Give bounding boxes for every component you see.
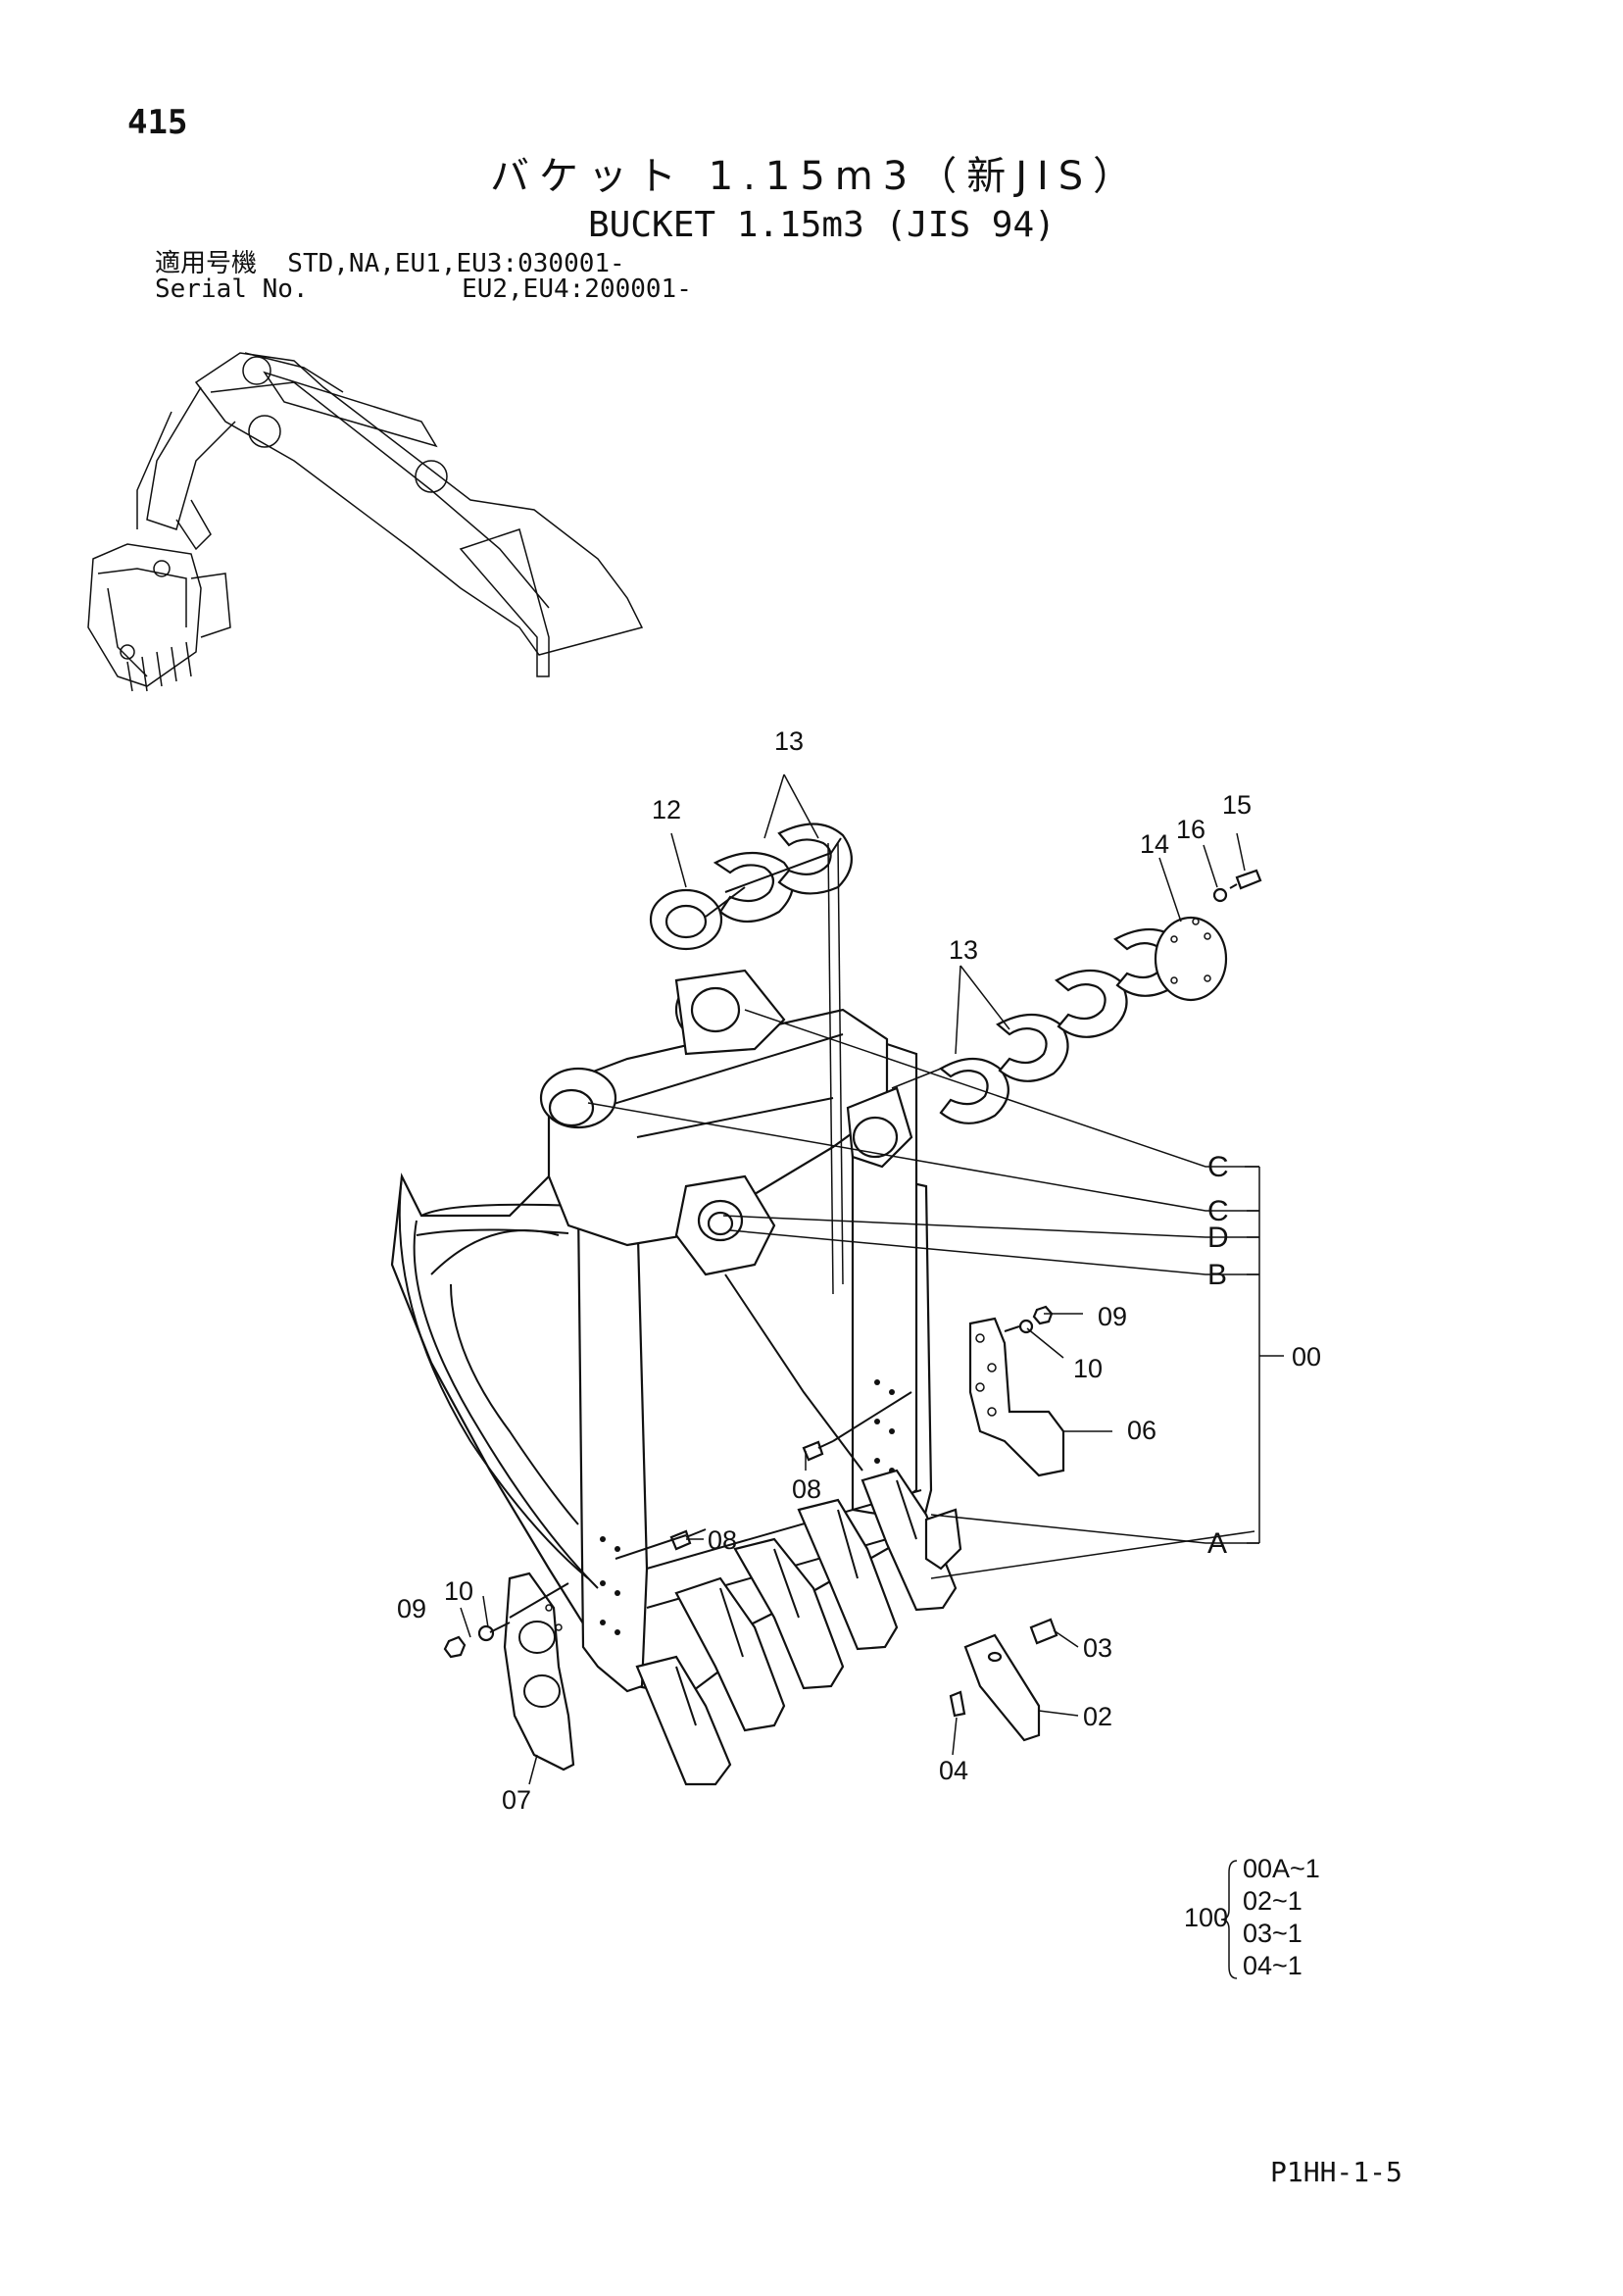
callout-08a: 08 [792,1474,821,1504]
lock-04 [949,1690,966,1718]
shim-13-upper-2 [777,823,853,895]
callout-08b: 08 [708,1525,737,1555]
shim-13-upper-1 [713,852,794,923]
washer-16 [1212,887,1228,903]
overview-bucket [87,543,202,687]
tooth-4 [797,1498,899,1651]
callout-06: 06 [1127,1416,1156,1445]
kit-label: 100 [1184,1903,1228,1932]
pin-label-c-1: C [1207,1151,1229,1183]
callout-15: 15 [1222,790,1252,820]
document-code: P1HH-1-5 [1270,2156,1402,2188]
shim-13-lower-3 [1055,970,1128,1038]
washer-10b [477,1624,495,1642]
pin-label-b: B [1207,1259,1227,1291]
plate-14 [1154,916,1228,1002]
tooth-2 [674,1576,786,1732]
kit-item: 02~1 [1243,1886,1303,1916]
kit-item: 04~1 [1243,1951,1303,1980]
page-title-japanese: バケット 1.15m3（新JIS） [490,154,1143,199]
bucket-main-drawing [390,969,933,1698]
pin-label-c-2: C [1207,1195,1229,1227]
callout-13a: 13 [774,726,804,756]
bolt-08b [802,1440,824,1462]
callout-10b: 10 [444,1576,473,1606]
callout-16: 16 [1176,815,1205,844]
pin-label-a: A [1207,1527,1227,1560]
nut-09b [443,1635,467,1659]
bolt-15 [1235,869,1262,890]
callout-13b: 13 [949,935,978,965]
callout-10a: 10 [1073,1354,1103,1383]
shim-13-lower-2 [996,1014,1069,1082]
pin-03 [1029,1618,1058,1645]
side-cutter-07 [503,1572,575,1772]
serial-number-line-1: 適用号機 STD,NA,EU1,EU3:030001- [155,249,625,278]
side-cutter-06 [968,1317,1065,1477]
shim-13-lower-1 [939,1058,1009,1124]
callout-09b: 09 [397,1594,426,1623]
callout-03: 03 [1083,1633,1112,1663]
page-number: 415 [127,103,188,142]
kit-group: 100 00A~1 02~1 03~1 04~1 [1184,1854,1320,1980]
page-title-english: BUCKET 1.15m3 (JIS 94) [588,205,1056,245]
callout-labels: 13 12 13 14 16 15 09 10 06 08 08 10 09 0… [397,726,1321,1815]
kit-item: 03~1 [1243,1919,1303,1948]
tooth-02 [963,1633,1041,1742]
callout-12: 12 [652,795,681,824]
callout-09a: 09 [1098,1302,1127,1331]
callout-02: 02 [1083,1702,1112,1731]
tooth-3 [733,1537,845,1690]
bucket-teeth [635,1469,1058,1786]
callout-00: 00 [1292,1342,1321,1372]
callout-04: 04 [939,1756,968,1785]
callout-07: 07 [502,1785,531,1815]
kit-item: 00A~1 [1243,1854,1320,1883]
serial-number-line-2: Serial No. EU2,EU4:200001- [155,275,692,304]
tooth-1 [635,1655,732,1786]
reference-lines [460,774,1284,1785]
excavator-overview-illustration [87,352,644,692]
callout-14: 14 [1140,829,1169,859]
nut-09a [1032,1305,1054,1325]
pin-assembly-parts [649,823,1262,1295]
tooth-5 [861,1469,958,1612]
kit-brace [1220,1860,1238,1979]
pin-label-d: D [1207,1222,1229,1254]
